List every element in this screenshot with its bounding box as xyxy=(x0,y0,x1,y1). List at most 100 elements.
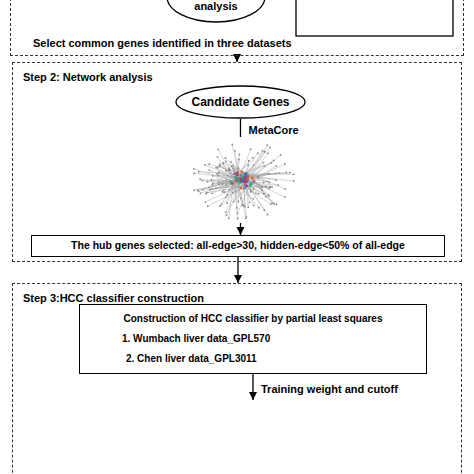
step-panel: Select common genes identified in three … xyxy=(10,0,464,56)
network-hub xyxy=(249,182,252,185)
network-node xyxy=(208,163,210,165)
network-node xyxy=(217,148,219,150)
network-edge xyxy=(219,172,249,183)
network-hub xyxy=(252,180,255,183)
network-hub xyxy=(243,175,246,178)
network-node xyxy=(228,217,230,219)
gene-ellipse: Candidate Genes xyxy=(175,85,306,119)
network-node xyxy=(200,192,202,194)
network-node xyxy=(247,207,249,209)
network-edge xyxy=(220,184,244,206)
network-edge xyxy=(252,175,286,190)
text-stack: The hub genes selected: all-edge>30, hid… xyxy=(32,236,444,256)
network-edge xyxy=(212,175,241,185)
network-edge xyxy=(239,180,256,193)
network-node xyxy=(269,186,271,188)
network-node xyxy=(280,154,282,156)
network-node xyxy=(225,160,227,162)
network-node xyxy=(284,163,286,165)
network-hub xyxy=(250,183,253,186)
network-edge xyxy=(217,157,237,184)
text-stack: Construction of HCC classifier by partia… xyxy=(80,305,426,373)
network-node xyxy=(209,189,211,191)
network-node xyxy=(243,205,245,207)
network-node xyxy=(193,168,195,170)
network-node xyxy=(249,201,251,203)
network-node xyxy=(255,192,257,194)
node-text: analysis xyxy=(194,0,237,14)
arrow-head xyxy=(237,227,245,235)
network-node xyxy=(228,167,230,169)
network-node xyxy=(217,156,219,158)
network-node xyxy=(230,161,232,163)
panel-heading: Select common genes identified in three … xyxy=(33,37,292,51)
network-node xyxy=(293,180,295,182)
network-hub xyxy=(244,181,247,184)
network-node xyxy=(289,172,291,174)
flow-arrow xyxy=(234,257,242,283)
network-node xyxy=(273,203,275,205)
network-node xyxy=(199,178,201,180)
network-node xyxy=(252,157,254,159)
network-node xyxy=(263,162,265,164)
network-edge xyxy=(227,175,238,194)
panel-heading: Step 2: Network analysis xyxy=(23,71,153,85)
network-node xyxy=(198,190,200,192)
step-panel: Step 3:HCC classifier constructionConstr… xyxy=(12,283,462,474)
network-edge xyxy=(238,149,251,183)
network-node xyxy=(237,218,239,220)
network-node xyxy=(215,167,217,169)
network-node xyxy=(261,189,263,191)
network-node xyxy=(275,165,277,167)
network-node xyxy=(258,207,260,209)
network-node xyxy=(236,207,238,209)
network-node xyxy=(263,209,265,211)
network-edge xyxy=(245,187,271,205)
node-text: Candidate Genes xyxy=(191,95,289,110)
text-stack: Candidate Genes xyxy=(175,85,306,119)
network-node xyxy=(238,154,240,156)
network-node xyxy=(234,150,236,152)
network-node xyxy=(250,148,252,150)
network-edge xyxy=(229,168,250,180)
network-hub xyxy=(244,175,247,178)
network-edge xyxy=(236,158,253,176)
network-hub xyxy=(236,171,239,174)
node-text: The hub genes selected: all-edge>30, hid… xyxy=(71,239,405,252)
network-edge xyxy=(227,181,235,203)
network-node xyxy=(269,147,271,149)
network-node xyxy=(218,171,220,173)
network-node xyxy=(205,201,207,203)
network-hub xyxy=(236,174,239,177)
network-node xyxy=(231,144,233,146)
network-edge xyxy=(244,181,264,210)
network-node xyxy=(198,171,200,173)
venn-ellipse: analysis xyxy=(166,0,266,23)
network-node xyxy=(225,157,227,159)
network-edge xyxy=(249,184,277,204)
network-node xyxy=(233,201,235,203)
network-edge xyxy=(205,183,247,202)
network-hub xyxy=(245,180,248,183)
network-node xyxy=(237,201,239,203)
network-edge xyxy=(242,176,270,196)
network-node xyxy=(219,205,221,207)
network-hub xyxy=(242,179,245,182)
network-node xyxy=(271,186,273,188)
network-node xyxy=(284,196,286,198)
network-node xyxy=(245,218,247,220)
network-hub xyxy=(246,185,249,188)
step-panel: Step 2: Network analysisCandidate GenesT… xyxy=(12,62,462,262)
network-node xyxy=(218,183,220,185)
process-box: Construction of HCC classifier by partia… xyxy=(79,304,427,374)
node-text: 2. Chen liver data_GPL3011 xyxy=(80,349,426,369)
node-text: 1. Wumbach liver data_GPL570 xyxy=(80,329,426,349)
network-edge xyxy=(248,175,262,190)
network-node xyxy=(193,189,195,191)
network-edge xyxy=(205,165,250,183)
network-hub xyxy=(240,187,243,190)
network-edge xyxy=(234,183,251,202)
network-node xyxy=(252,198,254,200)
network-node xyxy=(284,188,286,190)
